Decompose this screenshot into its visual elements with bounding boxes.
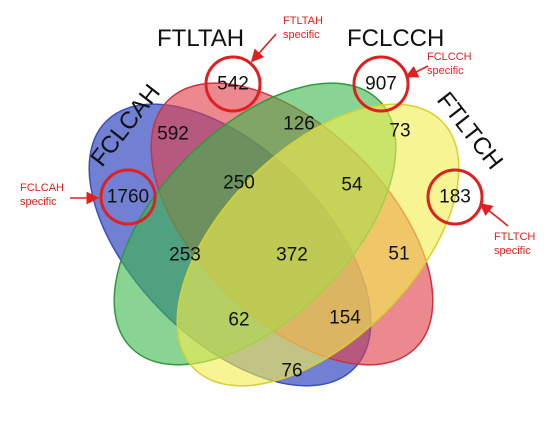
count-fclcch-only: 907	[365, 74, 397, 95]
count-ftltah-fclcch-ftltch: 54	[341, 175, 363, 196]
count-ftltch-only: 183	[439, 187, 471, 208]
count-fclcah-ftltch: 76	[281, 361, 302, 382]
note-fclcch-line2: specific	[427, 65, 464, 77]
count-ftltah-only: 542	[217, 74, 249, 95]
note-ftltch-line1: FTLTCH	[494, 231, 535, 243]
note-ftltah: FTLTAH specific	[283, 15, 326, 41]
count-ftltah-fclcch: 126	[283, 114, 315, 135]
annotation-notes: FTLTAH specific FCLCCH specific FCLCAH s…	[20, 15, 538, 257]
highlight-fclcch-circle	[352, 55, 410, 113]
count-fclcah-ftltah-fclcch: 250	[223, 173, 255, 194]
annotation-arrows	[70, 33, 509, 227]
arrow-fclcch	[405, 65, 429, 78]
set-label-ftltah: FTLTAH	[157, 25, 244, 52]
count-fclcch-ftltch: 73	[389, 121, 410, 142]
count-fclcah-ftltah: 592	[157, 124, 189, 145]
highlight-fclcah-circle	[99, 168, 157, 226]
note-fclcch: FCLCCH specific	[427, 51, 475, 77]
arrow-ftltah	[250, 33, 277, 63]
note-ftltah-line2: specific	[283, 29, 320, 41]
highlight-ftltah-circle	[204, 55, 262, 113]
count-fclcah-fclcch-ftltch: 62	[228, 310, 249, 331]
highlight-ftltch-circle	[426, 168, 484, 226]
count-fclcah-fclcch: 253	[169, 245, 201, 266]
arrow-ftltch	[479, 202, 509, 227]
note-fclcah-line1: FCLCAH	[20, 182, 64, 194]
note-fclcah: FCLCAH specific	[20, 182, 67, 208]
count-all-four: 372	[276, 245, 308, 266]
note-ftltch: FTLTCH specific	[494, 231, 538, 257]
count-fclcah-only: 1760	[107, 187, 149, 208]
note-ftltah-line1: FTLTAH	[283, 15, 323, 27]
count-ftltah-ftltch: 51	[388, 244, 409, 265]
count-fclcah-ftltah-ftltch: 154	[329, 308, 361, 329]
note-fclcah-line2: specific	[20, 196, 57, 208]
highlight-circles	[99, 55, 484, 226]
note-ftltch-line2: specific	[494, 245, 531, 257]
note-fclcch-line1: FCLCCH	[427, 51, 472, 63]
set-label-fclcch: FCLCCH	[347, 25, 444, 52]
set-ftltch-ellipse	[176, 103, 460, 387]
set-shapes	[88, 82, 460, 387]
region-counts: 542 907 592 126 73 1760 250 54 183 253 3…	[107, 74, 471, 382]
